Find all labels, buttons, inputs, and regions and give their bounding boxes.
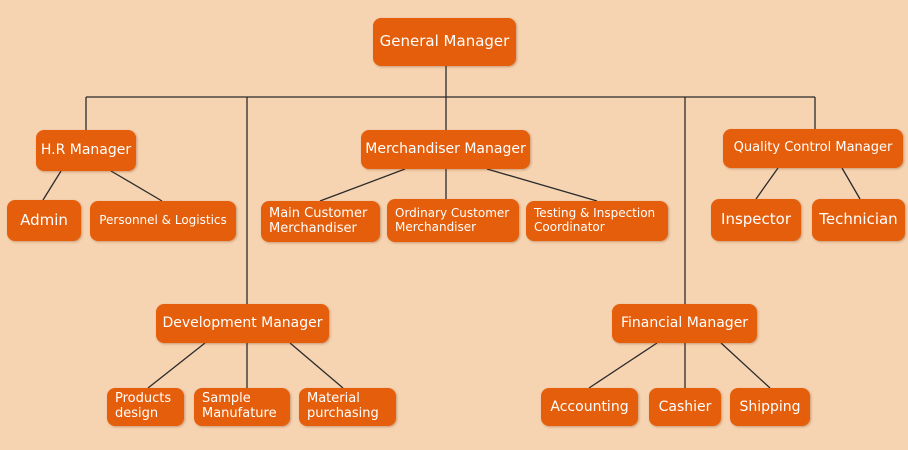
connector-hr-admin xyxy=(42,170,62,201)
testing-inspection-coordinator-box: Testing & Inspection Coordinator xyxy=(526,201,668,241)
technician-box: Technician xyxy=(812,199,905,241)
personnel-logistics-box: Personnel & Logistics xyxy=(90,201,236,241)
shipping-box: Shipping xyxy=(730,388,810,426)
connector-dev-products xyxy=(147,342,206,389)
merchandiser-manager-box: Merchandiser Manager xyxy=(361,130,530,169)
connector-qc-technician xyxy=(841,167,861,200)
material-purchasing-box: Material purchasing xyxy=(299,388,396,426)
quality-control-manager-box: Quality Control Manager xyxy=(723,129,903,168)
connector-merch-main xyxy=(319,168,406,202)
main-customer-merchandiser-box: Main Customer Merchandiser xyxy=(261,201,380,242)
accounting-box: Accounting xyxy=(541,388,638,426)
sample-manufature-box: Sample Manufature xyxy=(194,388,290,426)
admin-box: Admin xyxy=(7,200,81,241)
connector-merch-testing xyxy=(486,168,598,202)
ordinary-customer-merchandiser-box: Ordinary Customer Merchandiser xyxy=(387,199,519,242)
cashier-box: Cashier xyxy=(649,388,721,426)
connector-qc-inspector xyxy=(755,167,779,200)
connector-dev-material xyxy=(289,342,344,389)
general-manager-box: General Manager xyxy=(373,18,516,66)
hr-manager-box: H.R Manager xyxy=(36,130,136,171)
connector-hr-personnel xyxy=(110,170,163,202)
inspector-box: Inspector xyxy=(711,199,801,241)
financial-manager-box: Financial Manager xyxy=(612,304,757,343)
connector-fin-shipping xyxy=(720,342,771,389)
connector-fin-accounting xyxy=(588,342,658,389)
development-manager-box: Development Manager xyxy=(156,304,329,343)
products-design-box: Products design xyxy=(107,388,184,426)
